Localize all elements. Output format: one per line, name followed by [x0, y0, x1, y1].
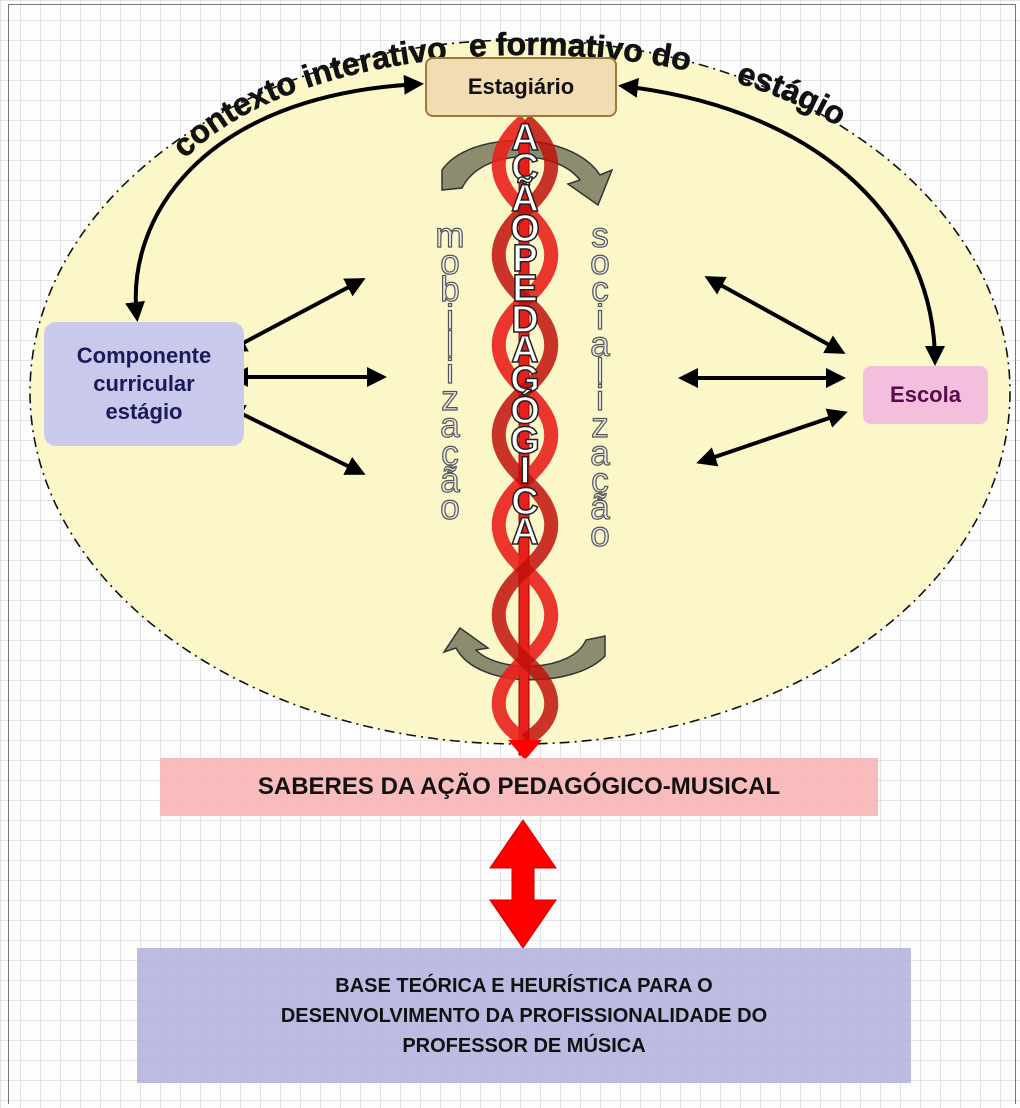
- vertical-letter: P: [512, 238, 539, 281]
- vertical-letter: o: [440, 488, 461, 528]
- vertical-letter: l: [446, 324, 455, 364]
- vertical-letter: i: [446, 297, 455, 337]
- vertical-letter: ç: [441, 433, 460, 473]
- vertical-letter: s: [591, 216, 610, 255]
- vertical-letter: a: [440, 406, 461, 446]
- escola-box: Escola: [863, 366, 988, 424]
- cycle-arrow-bottom: [442, 626, 606, 681]
- double-arrow-red: [489, 819, 557, 949]
- page-frame: [8, 4, 1016, 1104]
- componente-line-1: Componente: [76, 343, 212, 368]
- vertical-letter: o: [590, 515, 611, 555]
- vertical-letter: ã: [590, 488, 611, 528]
- vertical-letter: i: [596, 297, 605, 337]
- vertical-letter: i: [596, 379, 605, 419]
- vertical-letter: ã: [440, 460, 461, 500]
- vertical-letter: C: [511, 480, 540, 523]
- componente-curricular-box: Componente curricular estágio: [44, 322, 244, 446]
- componente-line-2: curricular: [93, 371, 195, 396]
- vertical-letter: G: [509, 359, 540, 402]
- arrow-left-lower: [224, 405, 366, 475]
- base-teorica-box: BASE TEÓRICA E HEURÍSTICA PARA O DESENVO…: [137, 948, 911, 1083]
- arrow-left-upper: [226, 278, 366, 352]
- vertical-letter: D: [511, 298, 540, 341]
- vertical-letter: G: [509, 419, 540, 462]
- vertical-letter: a: [590, 324, 611, 364]
- vertical-letter: a: [590, 433, 611, 473]
- vertical-letter: O: [509, 207, 540, 250]
- vertical-letter: o: [590, 243, 611, 283]
- vertical-letter: b: [440, 270, 461, 310]
- vertical-letter: I: [519, 450, 531, 493]
- vertical-letter: Ç: [511, 147, 540, 190]
- helix-arrowhead: [508, 740, 542, 760]
- base-line-2: DESENVOLVIMENTO DA PROFISSIONALIDADE DO: [280, 1004, 768, 1027]
- vertical-letter: l: [596, 352, 605, 392]
- vertical-letter: z: [591, 406, 610, 446]
- vertical-letter: ç: [591, 460, 610, 500]
- arrow-estagiario-componente: [125, 74, 424, 322]
- vertical-letter: A: [511, 510, 540, 553]
- vertical-letter: Ã: [511, 177, 540, 220]
- vertical-letter: c: [591, 270, 610, 310]
- arrow-estagiario-escola: [618, 77, 945, 366]
- arrow-right-lower: [696, 408, 848, 467]
- arrow-right-upper: [704, 276, 846, 354]
- componente-line-3: estágio: [105, 399, 183, 424]
- base-line-1: BASE TEÓRICA E HEURÍSTICA PARA O: [335, 974, 713, 997]
- saberes-box: SABERES DA AÇÃO PEDAGÓGICO-MUSICAL: [160, 758, 878, 816]
- vertical-letter: A: [511, 329, 540, 372]
- vertical-letter: E: [512, 268, 539, 311]
- vertical-letter: A: [511, 117, 540, 159]
- vertical-letter: z: [441, 379, 460, 419]
- vertical-letter: Ó: [509, 389, 540, 432]
- estagiario-box: Estagiário: [425, 57, 617, 117]
- vertical-letter: m: [435, 216, 465, 255]
- base-line-3: PROFESSOR DE MÚSICA: [402, 1034, 646, 1057]
- vertical-letter: i: [446, 352, 455, 392]
- vertical-letter: o: [440, 243, 461, 283]
